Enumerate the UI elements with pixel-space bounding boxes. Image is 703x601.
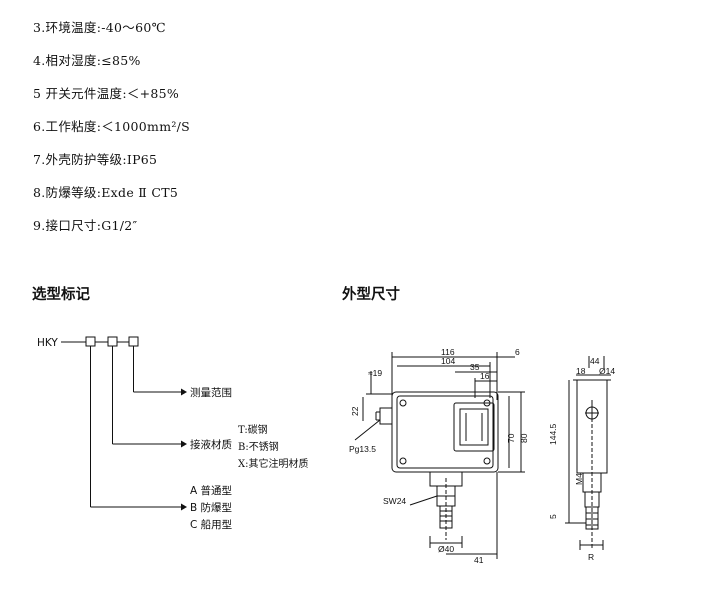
- dim-35: 35: [470, 362, 480, 372]
- type-option-b: B 防爆型: [190, 501, 232, 514]
- dim-16: 16: [480, 371, 490, 381]
- dim-19: ≈19: [368, 368, 382, 378]
- dim-6: 6: [515, 347, 520, 357]
- dim-80: 80: [519, 433, 529, 443]
- model-prefix: HKY: [37, 337, 58, 349]
- type-option-a: A 普通型: [190, 484, 232, 497]
- dim-116: 116: [441, 347, 455, 357]
- material-option-other: X:其它注明材质: [238, 457, 309, 470]
- side-dim-5: 5: [548, 514, 558, 519]
- side-dim-18: 18: [576, 366, 586, 376]
- type-arrow-icon: [181, 503, 187, 511]
- dim-pg: Pg13.5: [349, 444, 376, 454]
- spec-viscosity: 6.工作粘度:＜1000mm²/S: [33, 119, 191, 134]
- dim-70: 70: [506, 433, 516, 443]
- spec-protection-class: 7.外壳防护等级:IP65: [33, 152, 158, 167]
- dim-22: 22: [350, 406, 360, 416]
- material-option-stainless: B:不锈钢: [238, 440, 279, 453]
- dimensions-heading: 外型尺寸: [342, 287, 400, 303]
- side-dim-phi14: Ø14: [599, 366, 615, 376]
- spec-ambient-temperature: 3.环境温度:-40～60℃: [33, 20, 166, 35]
- spec-explosion-proof-class: 8.防爆等级:Exde Ⅱ CT5: [33, 185, 179, 200]
- type-option-c: C 船用型: [190, 518, 232, 531]
- material-label: 接液材质: [190, 438, 232, 451]
- dim-sw: SW24: [383, 496, 406, 506]
- model-code-heading: 选型标记: [32, 287, 90, 303]
- material-arrow-icon: [181, 440, 187, 448]
- material-option-carbon-steel: T:碳钢: [238, 423, 268, 436]
- dim-104: 104: [441, 356, 455, 366]
- dim-41: 41: [474, 555, 484, 565]
- spec-relative-humidity: 4.相对湿度:≤85%: [33, 53, 141, 68]
- side-dim-144-5: 144.5: [548, 423, 558, 445]
- dim-phi40: Ø40: [438, 544, 454, 554]
- side-dim-44: 44: [590, 356, 600, 366]
- spec-connection-size: 9.接口尺寸:G1/2″: [33, 218, 138, 233]
- spec-switch-temperature: 5 开关元件温度:＜+85%: [33, 86, 180, 101]
- side-dim-r: R: [588, 552, 594, 562]
- range-label: 测量范围: [190, 386, 232, 399]
- range-arrow-icon: [181, 388, 187, 396]
- side-dim-m4: M4: [574, 473, 584, 485]
